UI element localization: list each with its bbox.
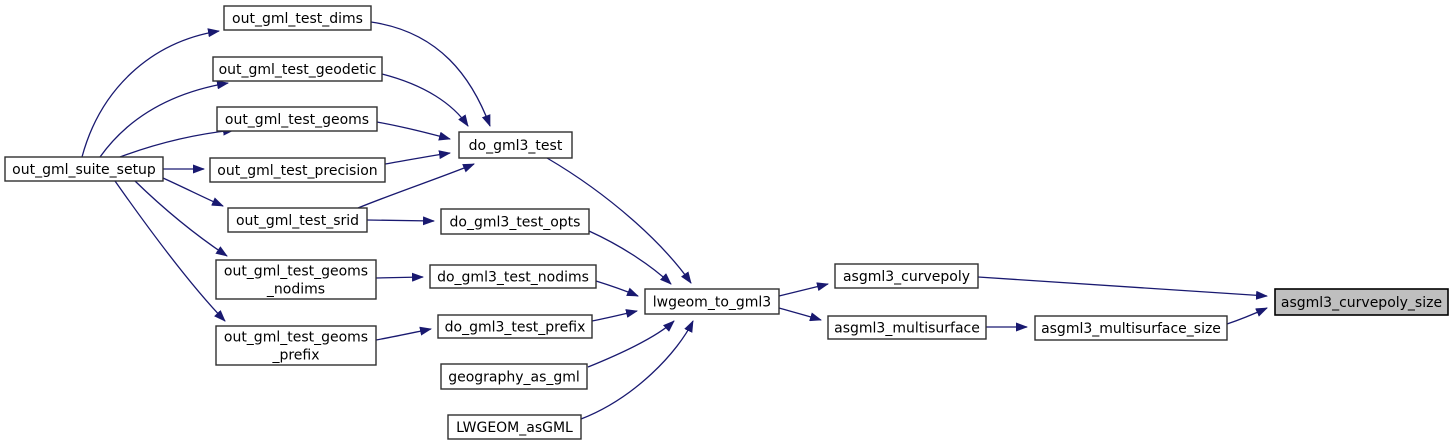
node-box[interactable]: [644, 288, 780, 315]
edge-do_gml3_test_opts-to-lwgeom_to_gml3: [588, 230, 672, 285]
edge-out_gml_suite_setup-to-out_gml_test_geodetic: [99, 80, 229, 158]
node-asgml3_multisurface[interactable]: asgml3_multisurface: [827, 315, 987, 340]
edge-out_gml_suite_setup-to-out_gml_test_geoms_nodims: [134, 180, 228, 257]
edge-lwgeom_to_gml3-to-asgml3_curvepoly: [778, 282, 829, 297]
edge-out_gml_suite_setup-to-out_gml_test_geoms: [119, 126, 235, 158]
node-geography_as_gml[interactable]: geography_as_gml: [440, 363, 588, 390]
edge-out_gml_suite_setup-to-out_gml_test_srid: [162, 177, 224, 207]
node-box: [1274, 288, 1449, 316]
node-out_gml_test_dims[interactable]: out_gml_test_dims: [223, 5, 372, 31]
node-box[interactable]: [1034, 315, 1228, 341]
node-box[interactable]: [834, 263, 979, 289]
node-asgml3_curvepoly[interactable]: asgml3_curvepoly: [834, 263, 979, 289]
node-box[interactable]: [216, 106, 378, 132]
node-label: _nodims: [266, 282, 325, 298]
edge-out_gml_suite_setup-to-out_gml_test_dims: [81, 28, 220, 158]
node-label: out_gml_test_geoms: [224, 330, 368, 346]
node-out_gml_test_geoms_nodims[interactable]: out_gml_test_geoms _nodims: [215, 259, 377, 300]
node-box[interactable]: [227, 207, 368, 233]
edge-out_gml_test_geoms-to-do_gml3_test: [376, 121, 451, 141]
edge-do_gml3_test_nodims-to-lwgeom_to_gml3: [595, 280, 639, 297]
node-label: out_gml_test_geodetic: [219, 62, 377, 78]
edge-lwgeom_to_gml3-to-asgml3_multisurface: [778, 307, 822, 322]
node-do_gml3_test[interactable]: do_gml3_test: [458, 131, 573, 159]
node-lwgeom_to_gml3[interactable]: lwgeom_to_gml3: [644, 288, 780, 315]
node-asgml3_curvepoly_size: asgml3_curvepoly_size: [1274, 288, 1449, 316]
node-label: out_gml_test_geoms: [224, 264, 368, 280]
node-out_gml_test_srid[interactable]: out_gml_test_srid: [227, 207, 368, 233]
edge-out_gml_test_precision-to-do_gml3_test: [384, 150, 451, 165]
node-box[interactable]: [209, 157, 386, 183]
node-label: out_gml_test_dims: [232, 11, 363, 27]
edge-out_gml_test_srid-to-do_gml3_test_opts: [366, 216, 435, 226]
node-label: lwgeom_to_gml3: [653, 295, 771, 311]
nodes-layer: out_gml_suite_setup out_gml_test_dims out_…: [4, 5, 1449, 440]
node-asgml3_multisurface_size[interactable]: asgml3_multisurface_size: [1034, 315, 1228, 341]
edge-out_gml_test_geoms_nodims-to-do_gml3_test_nodims: [375, 272, 424, 282]
node-box[interactable]: [440, 363, 588, 390]
node-do_gml3_test_nodims[interactable]: do_gml3_test_nodims: [429, 264, 597, 289]
node-box[interactable]: [447, 414, 582, 440]
node-label: asgml3_multisurface: [834, 321, 980, 337]
node-out_gml_test_geoms_prefix[interactable]: out_gml_test_geoms _prefix: [215, 325, 377, 366]
node-label: asgml3_multisurface_size: [1041, 321, 1221, 337]
node-box[interactable]: [212, 56, 383, 82]
node-label: out_gml_suite_setup: [12, 162, 156, 178]
edge-out_gml_suite_setup-to-out_gml_test_geoms_prefix: [114, 180, 226, 322]
node-box[interactable]: [215, 325, 377, 366]
edge-out_gml_test_srid-to-do_gml3_test: [357, 163, 475, 209]
edge-LWGEOM_asGML-to-lwgeom_to_gml3: [580, 320, 694, 420]
node-box[interactable]: [827, 315, 987, 340]
node-label: out_gml_test_srid: [236, 213, 359, 229]
node-out_gml_test_precision[interactable]: out_gml_test_precision: [209, 157, 386, 183]
node-label: asgml3_curvepoly: [843, 269, 970, 285]
node-out_gml_test_geodetic[interactable]: out_gml_test_geodetic: [212, 56, 383, 82]
node-label: do_gml3_test_prefix: [445, 320, 586, 336]
node-label: out_gml_test_precision: [217, 163, 377, 179]
node-box[interactable]: [223, 5, 372, 31]
node-label: do_gml3_test_nodims: [437, 270, 589, 286]
node-label: geography_as_gml: [448, 370, 580, 386]
edge-out_gml_test_dims-to-do_gml3_test: [370, 21, 491, 127]
node-box[interactable]: [429, 264, 597, 289]
node-label: asgml3_curvepoly_size: [1281, 295, 1442, 311]
node-box[interactable]: [215, 259, 377, 300]
node-out_gml_suite_setup[interactable]: out_gml_suite_setup: [4, 156, 164, 182]
node-box[interactable]: [437, 314, 593, 339]
edge-asgml3_multisurface_size-to-asgml3_curvepoly_size: [1226, 307, 1268, 325]
edges-layer: [81, 21, 1268, 420]
edge-geography_as_gml-to-lwgeom_to_gml3: [587, 320, 675, 368]
node-box[interactable]: [458, 131, 573, 159]
edge-asgml3_curvepoly-to-asgml3_curvepoly_size: [977, 276, 1268, 300]
edge-out_gml_test_geoms_prefix-to-do_gml3_test_prefix: [375, 326, 432, 341]
node-do_gml3_test_prefix[interactable]: do_gml3_test_prefix: [437, 314, 593, 339]
edge-do_gml3_test-to-lwgeom_to_gml3: [546, 157, 692, 284]
node-label: do_gml3_test: [469, 138, 563, 154]
node-label: out_gml_test_geoms: [225, 112, 369, 128]
node-LWGEOM_asGML[interactable]: LWGEOM_asGML: [447, 414, 582, 440]
node-label: do_gml3_test_opts: [450, 215, 581, 231]
node-box[interactable]: [4, 156, 164, 182]
edge-out_gml_test_geodetic-to-do_gml3_test: [381, 73, 469, 127]
node-do_gml3_test_opts[interactable]: do_gml3_test_opts: [440, 208, 590, 235]
edge-do_gml3_test_prefix-to-lwgeom_to_gml3: [591, 309, 638, 322]
node-out_gml_test_geoms[interactable]: out_gml_test_geoms: [216, 106, 378, 132]
node-box[interactable]: [440, 208, 590, 235]
node-label: _prefix: [271, 348, 319, 364]
node-label: LWGEOM_asGML: [456, 420, 573, 436]
